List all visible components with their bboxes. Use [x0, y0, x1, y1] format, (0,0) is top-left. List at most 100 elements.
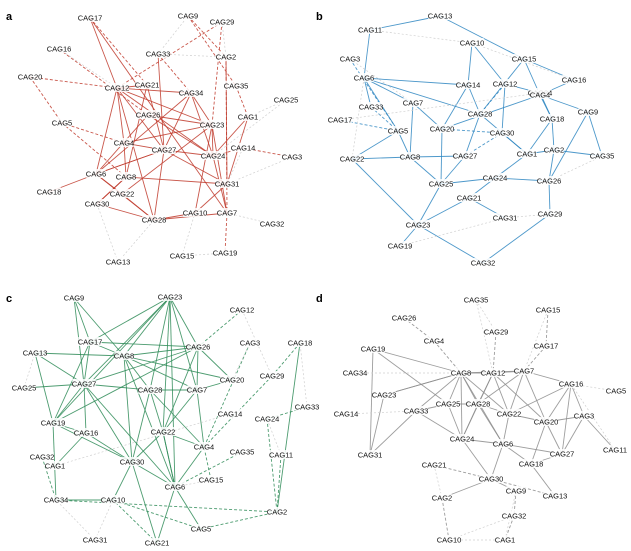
- node-c-cag31: CAG31: [83, 536, 108, 545]
- node-bg-c-cag10: [101, 495, 125, 504]
- node-bg-d-cag27: [550, 449, 574, 458]
- edge-b-cag2-cag26: [548, 149, 555, 182]
- node-a-cag15: CAG15: [170, 252, 195, 261]
- node-c-cag7: CAG7: [187, 386, 207, 395]
- edge-c-cag3-cag4: [203, 342, 251, 448]
- node-bg-a-cag26: [136, 110, 160, 119]
- node-bg-a-cag34: [179, 88, 203, 97]
- edge-a-cag22-cag23: [121, 124, 213, 195]
- node-a-cag31: CAG31: [215, 180, 240, 189]
- edge-c-cag17-cag27: [83, 341, 91, 385]
- edge-c-cag3-cag20: [231, 342, 251, 381]
- node-c-cag11: CAG11: [269, 451, 293, 460]
- node-bg-c-cag24: [255, 414, 279, 423]
- node-bg-a-cag29: [210, 17, 234, 26]
- edge-c-cag28-cag22: [149, 389, 164, 433]
- edge-b-cag6-cag28: [363, 77, 481, 115]
- edge-d-cag25-cag24: [447, 403, 463, 440]
- node-b-cag33: CAG33: [359, 103, 384, 112]
- edge-a-cag33-cag9: [157, 15, 189, 55]
- node-a-cag6: CAG6: [86, 170, 106, 179]
- edge-a-cag33-cag27: [157, 53, 165, 151]
- node-bg-c-cag7: [187, 385, 207, 394]
- node-a-cag32: CAG32: [260, 220, 285, 229]
- node-bg-b-cag30: [490, 128, 514, 137]
- node-bg-d-cag24: [450, 434, 474, 443]
- edge-c-cag4-cag6: [174, 446, 205, 488]
- edge-a-cag12-cag4: [116, 87, 125, 144]
- node-a-cag8: CAG8: [116, 173, 136, 182]
- node-c-cag5: CAG5: [191, 525, 211, 534]
- edge-a-cag29-cag2: [221, 21, 227, 58]
- edge-d-cag7-cag20: [523, 370, 547, 423]
- edge-d-cag8-cag33: [415, 372, 462, 412]
- node-c-cag26: CAG26: [186, 343, 211, 352]
- node-bg-b-cag5: [388, 126, 408, 135]
- edge-c-cag9-cag17: [73, 297, 91, 343]
- node-d-cag33: CAG33: [404, 407, 429, 416]
- edge-c-cag28-cag30: [131, 389, 151, 463]
- edge-d-cag16-cag20: [545, 383, 572, 423]
- node-b-cag18: CAG18: [540, 115, 565, 124]
- edge-d-cag21-cag2: [433, 464, 443, 499]
- node-c-cag23: CAG23: [158, 293, 183, 302]
- node-bg-d-cag2: [432, 493, 452, 502]
- node-bg-a-cag4: [114, 138, 134, 147]
- node-bg-d-cag29: [484, 327, 508, 336]
- node-bg-d-cag18: [519, 459, 543, 468]
- node-bg-b-cag26: [537, 176, 561, 185]
- edge-b-cag9-cag26: [548, 111, 589, 182]
- node-bg-d-cag30: [479, 474, 503, 483]
- node-bg-b-cag13: [428, 11, 452, 20]
- edge-b-cag25-cag23: [417, 183, 442, 226]
- node-d-cag18: CAG18: [519, 460, 544, 469]
- edge-a-cag1-cag24: [212, 116, 249, 157]
- edge-d-cag20-cag18: [530, 421, 547, 465]
- edge-a-cag12-cag28: [116, 87, 155, 221]
- node-c-cag22: CAG22: [151, 428, 176, 437]
- node-a-cag19: CAG19: [213, 249, 238, 258]
- node-bg-c-cag20: [220, 375, 244, 384]
- edge-a-cag8-cag31: [125, 176, 228, 185]
- node-bg-a-cag17: [78, 13, 102, 22]
- node-bg-d-cag33: [404, 406, 428, 415]
- node-bg-c-cag28: [138, 385, 162, 394]
- edge-a-cag29-cag23: [211, 21, 223, 126]
- node-bg-c-cag15: [199, 475, 223, 484]
- edge-d-cag15-cag17: [545, 309, 549, 347]
- node-bg-b-cag21: [457, 193, 481, 202]
- edge-b-cag14-cag20: [441, 84, 469, 130]
- edge-c-cag11-cag2: [276, 454, 282, 513]
- node-bg-d-cag7: [514, 366, 534, 375]
- edge-d-cag35-cag12: [475, 299, 494, 374]
- edge-c-cag23-cag8: [123, 296, 171, 357]
- node-a-cag2: CAG2: [216, 53, 236, 62]
- edge-c-cag24-cag2: [266, 418, 278, 513]
- node-a-cag24: CAG24: [201, 152, 226, 161]
- node-c-cag27: CAG27: [72, 380, 97, 389]
- edge-a-cag17-cag21: [89, 17, 148, 86]
- edge-b-cag3-cag7: [349, 58, 414, 104]
- panel-d: d CAG35CAG15CAG26CAG29CAG4CAG17CAG19CAG3…: [316, 293, 627, 545]
- edge-c-cag29-cag4: [203, 375, 273, 448]
- edge-a-cag23-cag10: [194, 124, 213, 214]
- node-b-cag35: CAG35: [590, 152, 615, 161]
- edge-a-cag14-cag31: [226, 147, 244, 185]
- node-bg-c-cag22: [151, 427, 175, 436]
- node-c-cag8: CAG8: [114, 352, 134, 361]
- node-bg-b-cag23: [406, 220, 430, 229]
- edge-b-cag28-cag27: [464, 113, 481, 157]
- node-d-cag11: CAG11: [603, 446, 627, 455]
- node-bg-b-cag17: [328, 115, 352, 124]
- node-a-cag29: CAG29: [210, 18, 235, 27]
- node-d-cag12: CAG12: [481, 369, 506, 378]
- node-bg-d-cag11: [603, 445, 627, 454]
- node-bg-d-cag31: [358, 450, 382, 459]
- node-b-cag3: CAG3: [340, 55, 360, 64]
- node-d-cag6: CAG6: [493, 440, 513, 449]
- node-bg-a-cag30: [85, 199, 109, 208]
- node-bg-b-cag14: [456, 80, 480, 89]
- edge-a-cag26-cag24: [147, 114, 214, 157]
- node-b-cag15: CAG15: [512, 55, 537, 64]
